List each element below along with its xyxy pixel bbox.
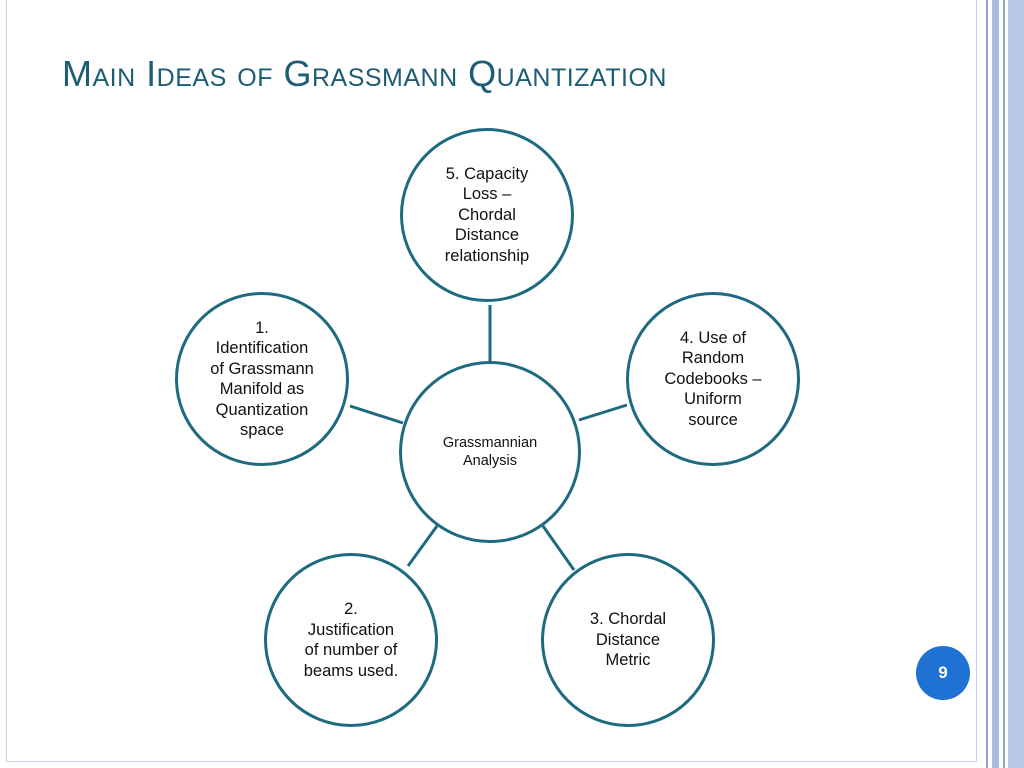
node-label: 1. Identification of Grassmann Manifold … (210, 318, 314, 440)
node-1-identification: 1. Identification of Grassmann Manifold … (175, 292, 349, 466)
connector-to-node-2 (406, 525, 439, 567)
connector-to-node-3 (541, 525, 576, 571)
page-number-badge: 9 (916, 646, 970, 700)
connector-to-node-1 (349, 404, 404, 425)
node-label: 3. Chordal Distance Metric (589, 610, 667, 670)
radial-diagram: 5. Capacity Loss – Chordal Distance rela… (175, 128, 800, 727)
connector-lines (349, 305, 628, 571)
node-4-random-codebooks: 4. Use of Random Codebooks – Uniform sou… (626, 292, 800, 466)
connector-to-node-4 (578, 403, 628, 422)
slide-title: Main Ideas of Grassmann Quantization (62, 53, 667, 94)
node-label: 2. Justification of number of beams used… (303, 600, 399, 680)
center-node-grassmannian-analysis: Grassmannian Analysis (399, 361, 581, 543)
node-label: 4. Use of Random Codebooks – Uniform sou… (664, 328, 762, 429)
center-label: Grassmannian Analysis (442, 435, 538, 469)
side-rail (1003, 0, 1005, 768)
node-3-chordal-distance: 3. Chordal Distance Metric (541, 553, 715, 727)
side-rail (986, 0, 988, 768)
side-rail (992, 0, 999, 768)
side-rail (1008, 0, 1024, 768)
node-2-justification: 2. Justification of number of beams used… (264, 553, 438, 727)
node-5-capacity-loss: 5. Capacity Loss – Chordal Distance rela… (400, 128, 574, 302)
page-number: 9 (938, 663, 948, 682)
node-label: 5. Capacity Loss – Chordal Distance rela… (444, 164, 530, 265)
slide-frame (6, 0, 977, 762)
